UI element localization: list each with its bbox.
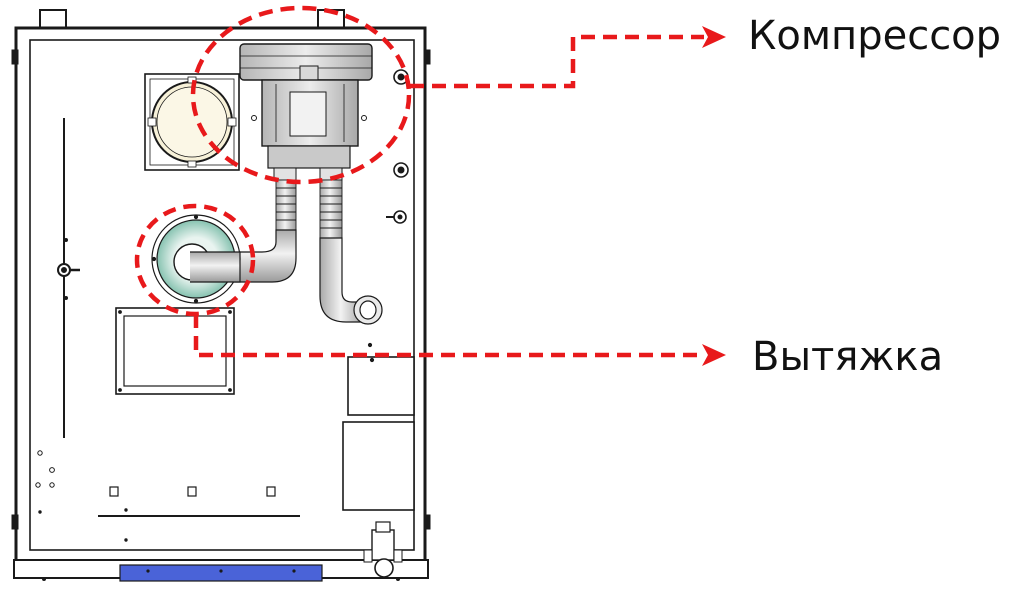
base-plate [119,564,323,582]
arrow-right-icon [702,344,726,366]
access-panel [115,307,235,395]
compressor-highlight-ellipse [190,5,412,185]
bottom-details [35,450,403,578]
hinge-left-top [11,49,19,65]
top-post-left [39,9,67,29]
callout-compressor [190,5,726,185]
right-fittings [386,69,409,224]
hinge-right-top [423,49,431,65]
exhaust-ring [151,214,241,304]
arrow-right-icon [702,26,726,48]
exhaust-leader-line [193,314,704,358]
hinge-left-bottom [11,514,19,530]
compressor-label: Компрессор [748,13,1002,59]
hinge-right-bottom [423,514,431,530]
compressor-leader-line [410,34,704,89]
cabinet-inner [29,39,415,551]
compressor-unit [239,43,373,181]
outlet-pipe [319,237,383,325]
side-compartments [342,342,415,511]
callout-exhaust [134,203,726,366]
door-handle [57,118,80,438]
exhaust-label: Вытяжка [752,334,944,380]
